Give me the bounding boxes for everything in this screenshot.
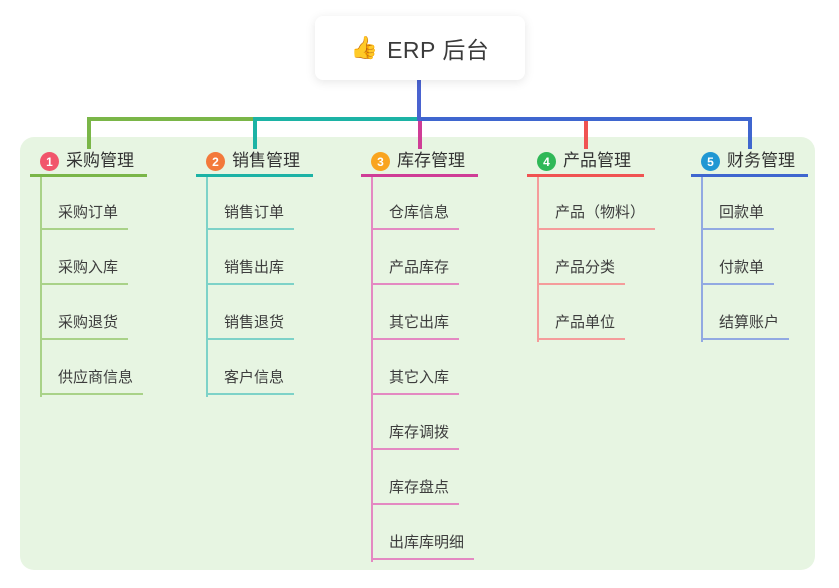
branch-1-number-badge: 1 — [40, 152, 59, 171]
branch-3-item: 仓库信息 — [371, 204, 460, 230]
branch-4-drop-line — [584, 117, 588, 149]
branch-4-item: 产品分类 — [537, 259, 626, 285]
branch-3-number-badge: 3 — [371, 152, 390, 171]
branch-1-item: 供应商信息 — [40, 369, 144, 395]
branch-5-item: 付款单 — [701, 259, 775, 285]
branch-4-items-spine — [537, 177, 539, 342]
trunk-segment-blue — [418, 117, 752, 121]
branch-1-title: 采购管理 — [66, 151, 134, 170]
root-node-erp-backend: 👍 ERP 后台 — [315, 16, 525, 80]
branch-4-number-badge: 4 — [537, 152, 556, 171]
branch-4-item: 产品单位 — [537, 314, 626, 340]
branch-1-underline — [30, 174, 147, 177]
branches-background-panel — [20, 137, 815, 570]
branch-1-item: 采购订单 — [40, 204, 129, 230]
thumbs-up-icon: 👍 — [350, 35, 379, 60]
branch-3-item: 其它入库 — [371, 369, 460, 395]
branch-5-title: 财务管理 — [727, 151, 795, 170]
branch-5-underline — [691, 174, 808, 177]
branch-5-item: 结算账户 — [701, 314, 790, 340]
trunk-segment-green — [87, 117, 257, 121]
branch-2-items-spine — [206, 177, 208, 397]
trunk-segment-teal — [253, 117, 422, 121]
branch-1-item: 采购退货 — [40, 314, 129, 340]
branch-2-underline — [196, 174, 313, 177]
branch-3-item: 产品库存 — [371, 259, 460, 285]
branch-2-item: 销售退货 — [206, 314, 295, 340]
branch-5-item: 回款单 — [701, 204, 775, 230]
branch-3-items-spine — [371, 177, 373, 562]
branch-2-item: 客户信息 — [206, 369, 295, 395]
branch-3-drop-line — [418, 117, 422, 149]
branch-4-title: 产品管理 — [563, 151, 631, 170]
branch-1-item: 采购入库 — [40, 259, 129, 285]
branch-2-title: 销售管理 — [232, 151, 300, 170]
branch-3-title: 库存管理 — [397, 151, 465, 170]
branch-5-items-spine — [701, 177, 703, 342]
branch-5-number-badge: 5 — [701, 152, 720, 171]
root-node-label: ERP 后台 — [387, 37, 490, 63]
branch-3-item: 库存盘点 — [371, 479, 460, 505]
branch-1-drop-line — [87, 117, 91, 149]
branch-2-item: 销售订单 — [206, 204, 295, 230]
branch-3-item: 库存调拨 — [371, 424, 460, 450]
branch-3-item: 其它出库 — [371, 314, 460, 340]
branch-3-item: 出库库明细 — [371, 534, 475, 560]
branch-2-number-badge: 2 — [206, 152, 225, 171]
branch-3-underline — [361, 174, 478, 177]
branch-4-item: 产品（物料） — [537, 204, 656, 230]
root-connector-line — [417, 79, 421, 121]
branch-1-items-spine — [40, 177, 42, 397]
branch-2-drop-line — [253, 117, 257, 149]
branch-4-underline — [527, 174, 644, 177]
branch-2-item: 销售出库 — [206, 259, 295, 285]
branch-5-drop-line — [748, 117, 752, 149]
